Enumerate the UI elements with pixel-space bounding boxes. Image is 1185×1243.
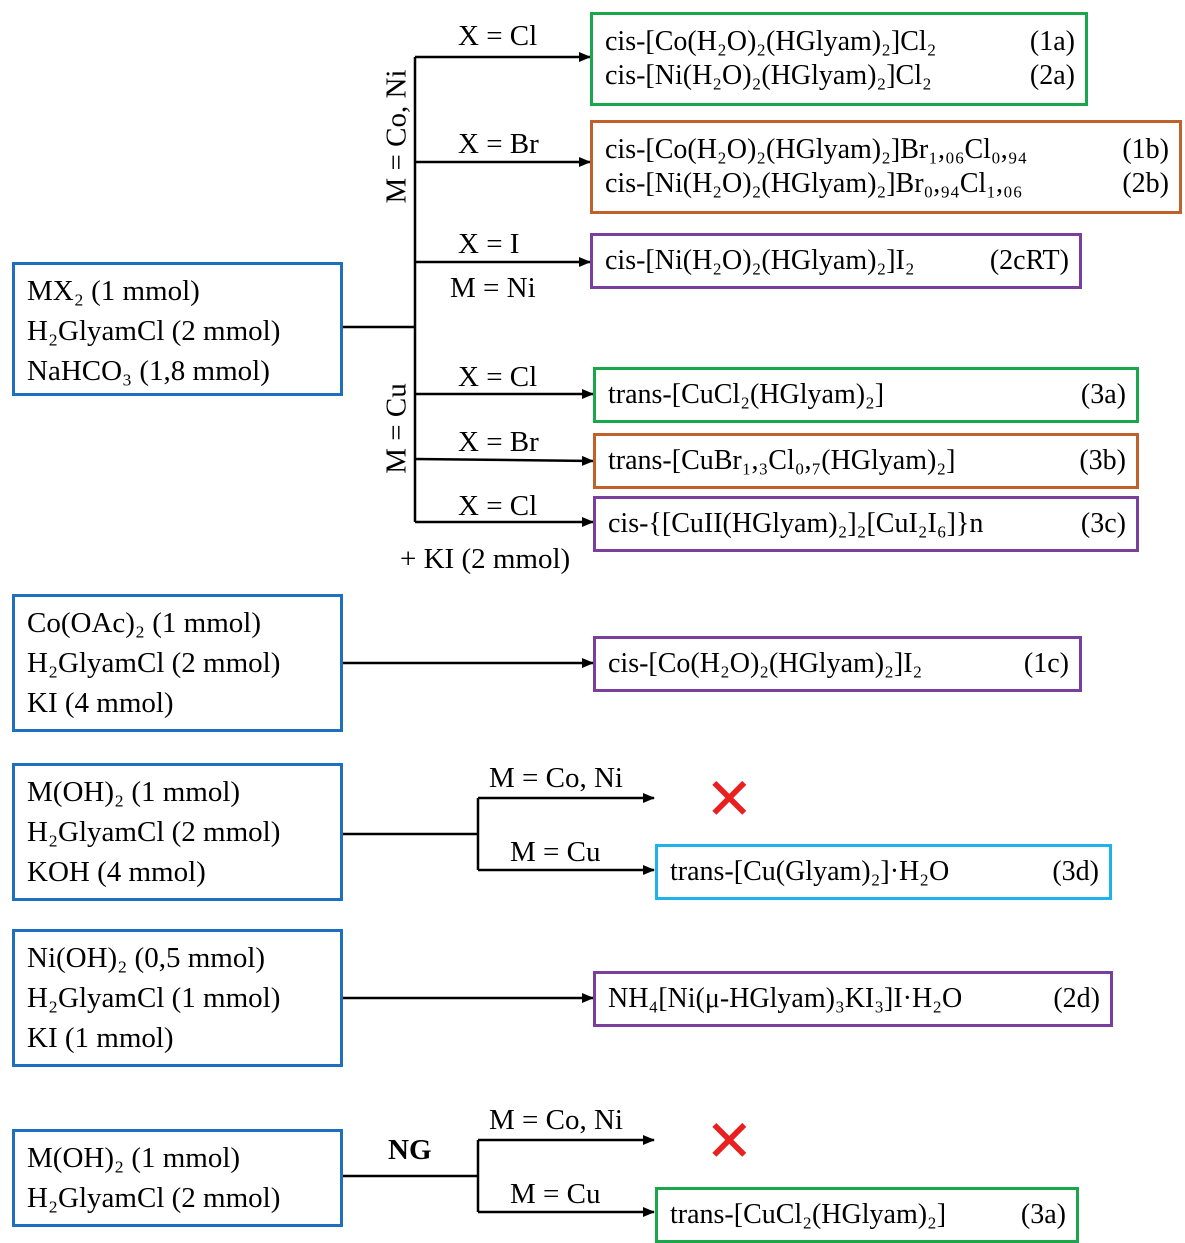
- reagents-box-3: M(OH)₂ (1 mmol) H₂GlyamCl (2 mmol) KOH (…: [12, 763, 343, 901]
- reagent: KOH (4 mmol): [27, 856, 206, 888]
- condition-x-cl: X = Cl: [458, 361, 538, 393]
- condition-m-ni: M = Ni: [450, 272, 536, 304]
- product-box-3b: trans-[CuBr₁,₃Cl₀,₇(HGlyam)₂] (3b): [593, 433, 1139, 489]
- compound-label: (1a): [1029, 26, 1075, 57]
- compound-label: (1c): [1023, 648, 1069, 679]
- product-formula: cis-[Co(H₂O)₂(HGlyam)₂]Cl₂: [605, 26, 937, 57]
- condition-x-br: X = Br: [458, 128, 539, 160]
- condition-ki-addition: + KI (2 mmol): [400, 543, 571, 575]
- product-formula: NH₄[Ni(μ-HGlyam)₃KI₃]I·H₂O: [608, 983, 963, 1014]
- reagents-box-4: Ni(OH)₂ (0,5 mmol) H₂GlyamCl (1 mmol) KI…: [12, 929, 343, 1067]
- compound-label: (3b): [1079, 445, 1126, 476]
- product-formula: trans-[Cu(Glyam)₂]·H₂O: [670, 856, 950, 887]
- condition-m-cu: M = Cu: [510, 836, 601, 868]
- cross-icon: ✕: [705, 765, 754, 833]
- condition-x-i: X = I: [458, 228, 520, 260]
- product-box-2d: NH₄[Ni(μ-HGlyam)₃KI₃]I·H₂O (2d): [593, 971, 1113, 1027]
- reagents-box-5: M(OH)₂ (1 mmol) H₂GlyamCl (2 mmol): [12, 1129, 343, 1227]
- compound-label: (1b): [1122, 134, 1169, 165]
- compound-label: (3c): [1080, 508, 1126, 539]
- product-box-3c: cis-{[CuII(HGlyam)₂]₂[CuI₂I₆]}n (3c): [593, 496, 1139, 552]
- reagent: KI (1 mmol): [27, 1022, 174, 1054]
- compound-label: (3d): [1052, 856, 1099, 887]
- product-box-3a: trans-[CuCl₂(HGlyam)₂] (3a): [593, 367, 1139, 423]
- product-formula: cis-[Co(H₂O)₂(HGlyam)₂]I₂: [608, 648, 923, 679]
- condition-m-cu: M = Cu: [510, 1178, 601, 1210]
- reagent: H₂GlyamCl (2 mmol): [27, 816, 281, 848]
- product-formula: cis-[Ni(H₂O)₂(HGlyam)₂]Br₀,₉₄Cl₁,₀₆: [605, 168, 1023, 199]
- product-box-1c: cis-[Co(H₂O)₂(HGlyam)₂]I₂ (1c): [593, 636, 1082, 692]
- product-box-1b-2b: cis-[Co(H₂O)₂(HGlyam)₂]Br₁,₀₆Cl₀,₉₄(1b) …: [590, 120, 1182, 214]
- compound-label: (2d): [1053, 983, 1100, 1014]
- cross-icon: ✕: [705, 1107, 754, 1175]
- reagent: Ni(OH)₂ (0,5 mmol): [27, 942, 266, 974]
- reagents-box-1: MX₂ (1 mmol) H₂GlyamCl (2 mmol) NaHCO₃ (…: [12, 262, 343, 396]
- reagent: KI (4 mmol): [27, 687, 174, 719]
- compound-label: (3a): [1020, 1199, 1066, 1230]
- product-formula: trans-[CuCl₂(HGlyam)₂]: [670, 1199, 947, 1230]
- compound-label: (2a): [1029, 60, 1075, 91]
- product-formula: trans-[CuBr₁,₃Cl₀,₇(HGlyam)₂]: [608, 445, 956, 476]
- reagent: H₂GlyamCl (1 mmol): [27, 982, 281, 1014]
- condition-x-br: X = Br: [458, 426, 539, 458]
- reagent: MX₂ (1 mmol): [27, 275, 200, 307]
- product-formula: cis-{[CuII(HGlyam)₂]₂[CuI₂I₆]}n: [608, 508, 984, 539]
- product-formula: cis-[Co(H₂O)₂(HGlyam)₂]Br₁,₀₆Cl₀,₉₄: [605, 134, 1028, 165]
- product-formula: cis-[Ni(H₂O)₂(HGlyam)₂]Cl₂: [605, 60, 932, 91]
- reagent: H₂GlyamCl (2 mmol): [27, 1182, 281, 1214]
- branch-label-cu: M = Cu: [380, 383, 413, 474]
- product-box-2c: cis-[Ni(H₂O)₂(HGlyam)₂]I₂ (2cRT): [590, 233, 1082, 289]
- condition-m-co-ni: M = Co, Ni: [489, 762, 623, 794]
- reagent: H₂GlyamCl (2 mmol): [27, 647, 281, 679]
- condition-x-cl: X = Cl: [458, 490, 538, 522]
- product-formula: trans-[CuCl₂(HGlyam)₂]: [608, 379, 885, 410]
- compound-label: (3a): [1080, 379, 1126, 410]
- reagent: NaHCO₃ (1,8 mmol): [27, 355, 270, 387]
- compound-label: (2cRT): [989, 245, 1069, 276]
- reagent: M(OH)₂ (1 mmol): [27, 1142, 241, 1174]
- reagent: H₂GlyamCl (2 mmol): [27, 315, 281, 347]
- compound-label: (2b): [1122, 168, 1169, 199]
- product-box-3a-ng: trans-[CuCl₂(HGlyam)₂] (3a): [655, 1187, 1079, 1243]
- reagent: M(OH)₂ (1 mmol): [27, 776, 241, 808]
- product-box-1a-2a: cis-[Co(H₂O)₂(HGlyam)₂]Cl₂ (1a) cis-[Ni(H…: [590, 12, 1088, 106]
- reagent: Co(OAc)₂ (1 mmol): [27, 607, 262, 639]
- condition-m-co-ni: M = Co, Ni: [489, 1104, 623, 1136]
- reagents-box-2: Co(OAc)₂ (1 mmol) H₂GlyamCl (2 mmol) KI …: [12, 594, 343, 732]
- product-box-3d: trans-[Cu(Glyam)₂]·H₂O (3d): [655, 844, 1112, 900]
- product-formula: cis-[Ni(H₂O)₂(HGlyam)₂]I₂: [605, 245, 915, 276]
- condition-x-cl: X = Cl: [458, 20, 538, 52]
- branch-label-co-ni: M = Co, Ni: [380, 69, 413, 204]
- method-label-ng: NG: [388, 1134, 432, 1166]
